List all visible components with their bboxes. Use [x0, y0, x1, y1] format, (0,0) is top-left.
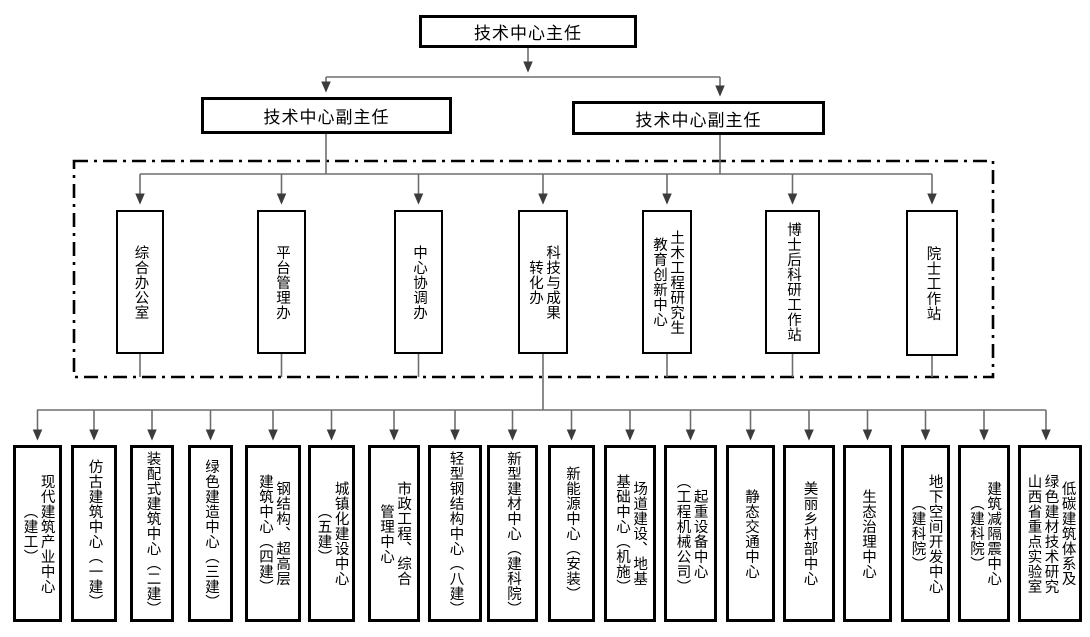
node-center-18: 低碳建筑体系及 绿色建材技术研究 山西省重点实验室: [1018, 445, 1082, 622]
node-deputy-right-label: 技术中心副主任: [635, 110, 762, 130]
center-label: 建筑减隔震中心 （建科院）: [968, 481, 1002, 586]
center-label: 绿色建造中心（三建）: [203, 458, 220, 609]
node-center-13: 静态交通中心: [726, 445, 775, 622]
center-label: 钢结构、超高层 建筑中心（四建）: [257, 473, 291, 594]
center-label: 现代建筑产业中心 （建工）: [21, 473, 55, 594]
node-department-academician-station: 院士工作站: [906, 210, 958, 356]
center-label: 生态治理中心: [860, 488, 877, 579]
department-label: 综合办公室: [132, 244, 149, 320]
center-label: 装配式建筑中心（二建）: [144, 451, 161, 616]
department-label: 中心协调办: [411, 244, 428, 320]
node-center-4: 绿色建造中心（三建）: [188, 445, 233, 622]
node-center-7: 市政工程、综合 管理中心: [368, 445, 420, 622]
node-center-17: 建筑减隔震中心 （建科院）: [958, 445, 1010, 622]
center-label: 市政工程、综合 管理中心: [378, 481, 412, 586]
department-label: 院士工作站: [924, 245, 941, 321]
center-label: 场道建设、地基 基础中心（机施）: [614, 473, 648, 594]
node-center-8: 轻型钢结构中心（八建）: [428, 445, 482, 622]
node-center-11: 场道建设、地基 基础中心（机施）: [604, 445, 656, 622]
center-label: 仿古建筑中心（一建）: [86, 458, 103, 609]
center-label: 新能源中心（安装）: [564, 466, 581, 601]
node-center-16: 地下空间开发中心 （建科院）: [901, 445, 950, 622]
department-label: 科技与成果 转化办: [527, 244, 561, 320]
node-center-1: 现代建筑产业中心 （建工）: [13, 445, 62, 622]
departments-boundary: [72, 159, 995, 379]
node-department-general-office: 综合办公室: [116, 210, 164, 354]
center-label: 轻型钢结构中心（八建）: [447, 451, 464, 616]
node-center-6: 城镇化建设中心 （五建）: [308, 445, 355, 622]
center-label: 新型建材中心（建科院）: [505, 451, 522, 616]
node-deputy-left-label: 技术中心副主任: [263, 108, 390, 127]
center-label: 低碳建筑体系及 绿色建材技术研究 山西省重点实验室: [1025, 473, 1076, 594]
node-center-14: 美丽乡村部中心: [783, 445, 835, 622]
node-center-5: 钢结构、超高层 建筑中心（四建）: [245, 445, 301, 622]
center-label: 地下空间开发中心 （建科院）: [909, 473, 943, 594]
node-department-civil-graduate-education: 土木工程研究生 教育创新中心: [642, 210, 692, 354]
node-director: 技术中心主任: [419, 15, 637, 48]
node-center-15: 生态治理中心: [843, 445, 892, 622]
node-center-12: 起重设备中心 （工程机械公司）: [664, 445, 717, 622]
center-label: 起重设备中心 （工程机械公司）: [674, 473, 708, 594]
node-department-postdoc-station: 博士后科研工作站: [765, 210, 820, 354]
node-center-10: 新能源中心（安装）: [548, 445, 595, 622]
department-label: 土木工程研究生 教育创新中心: [651, 229, 685, 335]
node-department-center-coordination: 中心协调办: [394, 210, 443, 354]
node-center-2: 仿古建筑中心（一建）: [71, 445, 117, 622]
node-department-tech-achievement-transfer: 科技与成果 转化办: [518, 210, 568, 354]
department-label: 平台管理办: [274, 244, 291, 320]
node-center-3: 装配式建筑中心（二建）: [130, 445, 174, 622]
node-deputy-left: 技术中心副主任: [201, 97, 452, 134]
node-director-label: 技术中心主任: [474, 24, 582, 43]
node-department-platform-management: 平台管理办: [257, 210, 306, 354]
department-label: 博士后科研工作站: [785, 222, 802, 342]
node-center-9: 新型建材中心（建科院）: [487, 445, 538, 622]
center-label: 城镇化建设中心 （五建）: [315, 481, 349, 586]
center-label: 美丽乡村部中心: [801, 481, 818, 586]
node-deputy-right: 技术中心副主任: [572, 101, 825, 135]
center-label: 静态交通中心: [743, 488, 760, 579]
